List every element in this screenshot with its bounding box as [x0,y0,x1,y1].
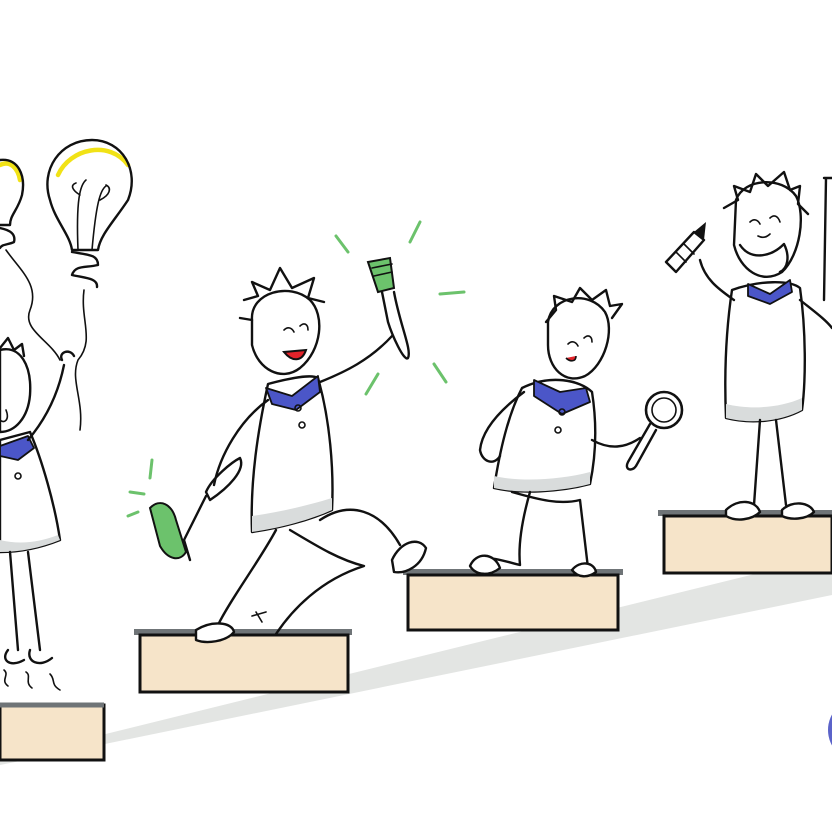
character-investigator [468,286,684,578]
paintbrush-icon [366,256,410,360]
step-1 [0,702,106,762]
pencil-icon [664,222,706,274]
lightbulb-balloon-icon [46,138,133,431]
character-writer [664,170,832,521]
lightbulb-balloon-icon [0,158,61,361]
accent-circle [828,714,832,746]
character-balloon-holder [0,138,133,691]
step-2 [134,629,352,694]
magnifying-glass-icon [625,390,684,471]
ramp [0,555,832,765]
step-3 [403,569,623,632]
character-painter [126,220,466,644]
paint-roller-icon [126,456,243,562]
